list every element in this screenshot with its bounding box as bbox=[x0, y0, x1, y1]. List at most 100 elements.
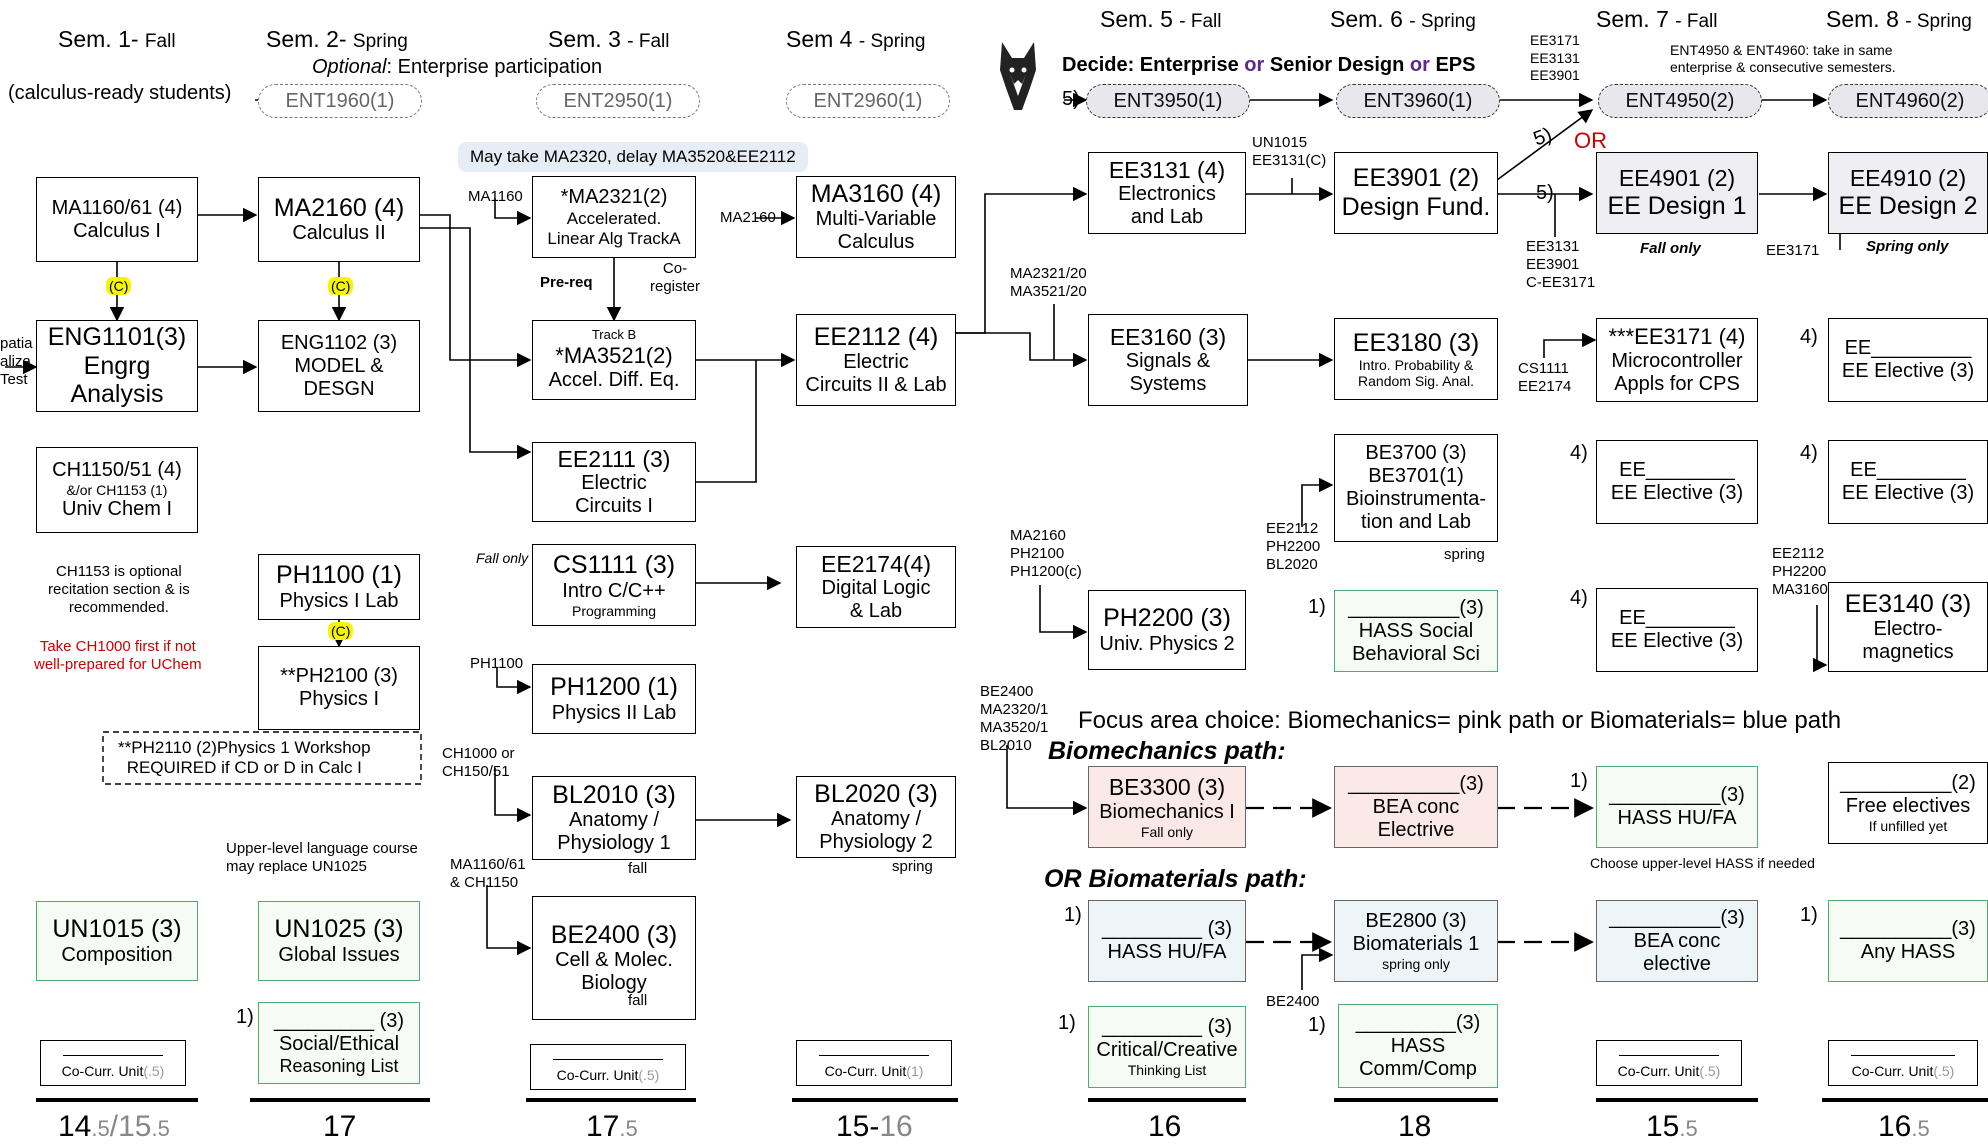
ee4910-spring-only: Spring only bbox=[1866, 238, 1949, 255]
course-un1015[interactable]: UN1015 (3)Composition bbox=[36, 901, 198, 981]
cocurricular-sem4[interactable]: Co-Curr. Unit (1) bbox=[796, 1040, 952, 1086]
ent4960-pill: ENT4960(2) bbox=[1828, 84, 1988, 118]
sem2-underline bbox=[250, 1098, 430, 1102]
course-ma3521[interactable]: Track B*MA3521(2)Accel. Diff. Eq. bbox=[532, 320, 696, 400]
sem1-underline bbox=[36, 1098, 198, 1102]
sem5-underline bbox=[1088, 1098, 1246, 1102]
course-ee3180[interactable]: EE3180 (3)Intro. Probability &Random Sig… bbox=[1334, 318, 1498, 400]
ee4910-prereq-label: EE3171 bbox=[1766, 242, 1820, 259]
course-hass-hu-sem7[interactable]: __________(3)HASS HU/FA bbox=[1596, 766, 1758, 848]
course-eng1102[interactable]: ENG1102 (3)MODEL &DESGN bbox=[258, 320, 420, 412]
course-cs1111[interactable]: CS1111 (3)Intro C/C++Programming bbox=[532, 544, 696, 626]
calculus-ready-note: (calculus-ready students) bbox=[8, 82, 232, 104]
cocurricular-sem3[interactable]: Co-Curr. Unit (.5) bbox=[530, 1044, 686, 1090]
semester-3-header: Sem. 3 - Fall bbox=[548, 26, 670, 52]
semester-5-header: Sem. 5 - Fall bbox=[1100, 6, 1222, 32]
choice-number-social: 1) bbox=[236, 1006, 254, 1028]
course-ee3901[interactable]: EE3901 (2)Design Fund. bbox=[1334, 152, 1498, 234]
course-be2400[interactable]: BE2400 (3)Cell & Molec.Biology bbox=[532, 896, 696, 1020]
course-ee4910[interactable]: EE4910 (2)EE Design 2 bbox=[1828, 152, 1988, 234]
be2400-fall-label: fall bbox=[628, 992, 648, 1009]
sem7-total: 15.5 bbox=[1646, 1110, 1698, 1143]
cocurricular-sem8[interactable]: Co-Curr. Unit (.5) bbox=[1828, 1040, 1978, 1086]
ent-choice-number: 5) bbox=[1062, 88, 1080, 110]
choice-number-hass7: 1) bbox=[1570, 770, 1588, 792]
course-bl2020[interactable]: BL2020 (3)Anatomy /Physiology 2 bbox=[796, 776, 956, 858]
semester-6-header: Sem. 6 - Spring bbox=[1330, 6, 1476, 32]
course-any-hass[interactable]: __________(3)Any HASS bbox=[1828, 900, 1988, 982]
sem6-underline bbox=[1334, 1098, 1498, 1102]
semester-2-header: Sem. 2- Spring bbox=[266, 26, 408, 52]
course-ph1200[interactable]: PH1200 (1)Physics II Lab bbox=[532, 664, 696, 734]
course-ee2174[interactable]: EE2174(4)Digital Logic& Lab bbox=[796, 546, 956, 628]
or-label: OR bbox=[1574, 128, 1607, 153]
course-ph1100[interactable]: PH1100 (1)Physics I Lab bbox=[258, 554, 420, 620]
sem2-total: 17 bbox=[323, 1110, 357, 1143]
course-ee3140[interactable]: EE3140 (3)Electro-magnetics bbox=[1828, 582, 1988, 672]
sem1-total: 14.5/15.5 bbox=[58, 1110, 170, 1143]
course-ee3160[interactable]: EE3160 (3)Signals &Systems bbox=[1088, 314, 1248, 406]
sem3-total: 17.5 bbox=[586, 1110, 638, 1143]
course-ma2160[interactable]: MA2160 (4)Calculus II bbox=[258, 177, 420, 262]
coregister-label: Co-register bbox=[650, 260, 701, 295]
course-ma2321[interactable]: *MA2321(2)Accelerated.Linear Alg TrackA bbox=[532, 176, 696, 258]
optional-enterprise-note: Optional: Enterprise participation bbox=[312, 56, 603, 78]
sem4-total: 15-16 bbox=[836, 1110, 913, 1143]
course-ee-elective-7b[interactable]: EE________EE Elective (3) bbox=[1596, 588, 1758, 672]
course-ch1150[interactable]: CH1150/51 (4)&/or CH1153 (1)Univ Chem I bbox=[36, 447, 198, 533]
ent4950-pill: ENT4950(2) bbox=[1598, 84, 1762, 118]
course-ee4901[interactable]: EE4901 (2)EE Design 1 bbox=[1596, 152, 1758, 234]
course-be3700[interactable]: BE3700 (3)BE3701(1)Bioinstrumenta-tion a… bbox=[1334, 434, 1498, 542]
semester-7-header: Sem. 7 - Fall bbox=[1596, 6, 1718, 32]
course-ph2100[interactable]: **PH2100 (3)Physics I bbox=[258, 646, 420, 730]
course-ma1160[interactable]: MA1160/61 (4)Calculus I bbox=[36, 177, 198, 262]
choice-number-elec8a: 4) bbox=[1800, 326, 1818, 348]
course-ee-elective-7a[interactable]: EE________EE Elective (3) bbox=[1596, 440, 1758, 524]
choice-number-hass-soc: 1) bbox=[1308, 596, 1326, 618]
choice-number-ee4901: 5) bbox=[1536, 182, 1554, 204]
ph1100-prereq-label: PH1100 bbox=[470, 655, 524, 672]
course-ee-elective-8b[interactable]: EE________EE Elective (3) bbox=[1828, 440, 1988, 524]
ent3950-pill: ENT3950(1) bbox=[1086, 84, 1250, 118]
course-bl2010[interactable]: BL2010 (3)Anatomy /Physiology 1 bbox=[532, 776, 696, 860]
course-ph2200[interactable]: PH2200 (3)Univ. Physics 2 bbox=[1088, 590, 1246, 670]
course-un1025[interactable]: UN1025 (3)Global Issues bbox=[258, 901, 420, 981]
course-hass-hu-sem5[interactable]: _________ (3)HASS HU/FA bbox=[1088, 900, 1246, 982]
sem7-underline bbox=[1596, 1098, 1758, 1102]
cocurricular-sem7[interactable]: Co-Curr. Unit (.5) bbox=[1596, 1040, 1742, 1086]
be3700-spring-label: spring bbox=[1444, 546, 1485, 563]
choice-number-anyhass: 1) bbox=[1800, 904, 1818, 926]
concurrent-tag: (C) bbox=[106, 277, 132, 295]
choice-number-elec8b: 4) bbox=[1800, 442, 1818, 464]
cocurricular-sem1[interactable]: Co-Curr. Unit (.5) bbox=[40, 1040, 186, 1086]
course-ee-elective-8a[interactable]: EE_________EE Elective (3) bbox=[1828, 318, 1988, 402]
sem5-total: 16 bbox=[1148, 1110, 1182, 1143]
